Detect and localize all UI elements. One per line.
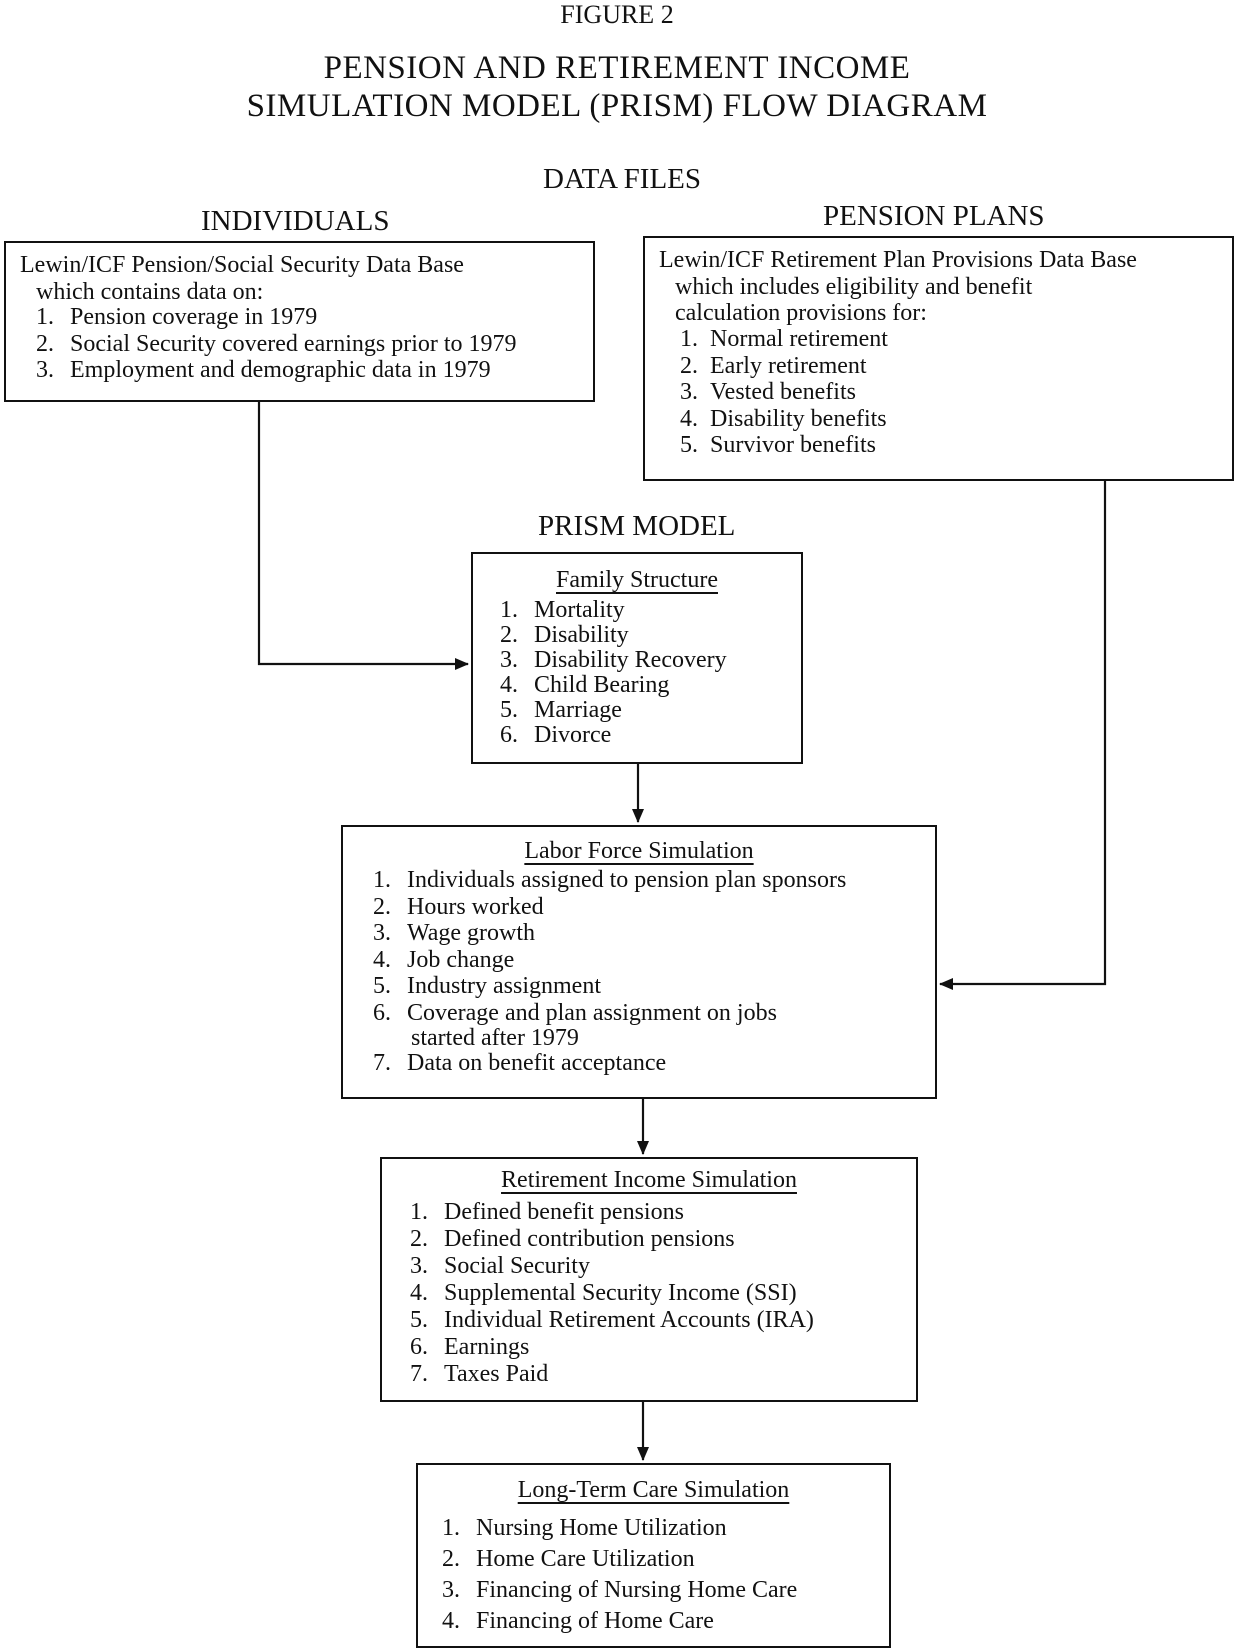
list-item: 1.Individuals assigned to pension plan s…: [373, 867, 847, 893]
list-item: 3.Wage growth: [373, 920, 536, 946]
data-files-heading: DATA FILES: [543, 163, 701, 195]
title-line-2: SIMULATION MODEL (PRISM) FLOW DIAGRAM: [246, 88, 988, 124]
pension-plans-data-box: Lewin/ICF Retirement Plan Provisions Dat…: [643, 236, 1234, 481]
retirement-income-list: 1.Defined benefit pensions 2.Defined con…: [410, 1199, 814, 1388]
list-item: 3.Vested benefits: [680, 379, 856, 405]
list-item: 3.Financing of Nursing Home Care: [442, 1577, 798, 1603]
list-item: 7.Taxes Paid: [410, 1361, 549, 1387]
labor-force-heading: Labor Force Simulation: [524, 838, 754, 864]
individuals-heading: INDIVIDUALS: [201, 205, 390, 237]
list-item: 3.Disability Recovery: [500, 647, 727, 673]
long-term-care-list: 1.Nursing Home Utilization 2.Home Care U…: [442, 1513, 797, 1637]
long-term-care-heading: Long-Term Care Simulation: [517, 1477, 790, 1503]
list-item: 7.Data on benefit acceptance: [373, 1050, 667, 1076]
figure-label: FIGURE 2: [560, 0, 674, 29]
family-structure-list: 1.Mortality 2.Disability 3.Disability Re…: [500, 598, 727, 748]
retirement-income-simulation-box: Retirement Income Simulation 1.Defined b…: [380, 1157, 918, 1402]
list-item: 4.Disability benefits: [680, 405, 887, 432]
list-item: 1.Nursing Home Utilization: [442, 1515, 727, 1541]
list-item: 5.Marriage: [500, 697, 622, 723]
list-item: 5.Survivor benefits: [680, 432, 876, 458]
list-item: 2.Hours worked: [373, 893, 544, 920]
pension-plans-intro-line-1: Lewin/ICF Retirement Plan Provisions Dat…: [659, 247, 1137, 273]
list-item: 4.Financing of Home Care: [442, 1608, 714, 1634]
individuals-intro-line-2: which contains data on:: [36, 279, 264, 305]
pension-plans-intro-line-2: which includes eligibility and benefit: [675, 274, 1033, 300]
list-item: 6.Coverage and plan assignment on jobs: [373, 999, 777, 1026]
list-item: 2.Home Care Utilization: [442, 1546, 695, 1572]
individuals-data-box: Lewin/ICF Pension/Social Security Data B…: [4, 241, 595, 402]
retirement-income-heading: Retirement Income Simulation: [501, 1167, 797, 1193]
pension-plans-list: 1.Normal retirement 2.Early retirement 3…: [680, 326, 888, 459]
individuals-intro-line-1: Lewin/ICF Pension/Social Security Data B…: [20, 252, 464, 278]
list-item: 6.Earnings: [410, 1334, 530, 1360]
individuals-list: 1.Pension coverage in 1979 2.Social Secu…: [36, 304, 517, 384]
list-item: 1.Normal retirement: [680, 326, 888, 352]
list-item: 5.Industry assignment: [373, 973, 601, 999]
family-structure-heading: Family Structure: [556, 567, 718, 593]
pension-plans-heading: PENSION PLANS: [823, 200, 1045, 232]
pension-plans-intro-line-3: calculation provisions for:: [675, 300, 927, 326]
connector-pension-plans-to-labor: [939, 481, 1107, 990]
list-item: 4.Child Bearing: [500, 672, 670, 698]
list-item: 2.Defined contribution pensions: [410, 1226, 735, 1252]
connector-individuals-to-family: [257, 402, 469, 670]
list-item: 1.Mortality: [500, 597, 625, 623]
list-item: 1.Pension coverage in 1979: [36, 304, 318, 330]
list-item: 3.Social Security: [410, 1253, 590, 1279]
labor-force-simulation-box: Labor Force Simulation 1.Individuals ass…: [341, 825, 937, 1099]
list-item: started after 1979: [411, 1025, 579, 1051]
prism-model-heading: PRISM MODEL: [538, 510, 736, 542]
list-item: 1.Defined benefit pensions: [410, 1199, 684, 1225]
list-item: 2.Disability: [500, 622, 629, 648]
title-line-1: PENSION AND RETIREMENT INCOME: [323, 50, 911, 86]
list-item: 5.Individual Retirement Accounts (IRA): [410, 1307, 814, 1333]
list-item: 4.Job change: [373, 946, 515, 973]
list-item: 4.Supplemental Security Income (SSI): [410, 1280, 797, 1306]
labor-force-list: 1.Individuals assigned to pension plan s…: [373, 867, 846, 1077]
long-term-care-simulation-box: Long-Term Care Simulation 1.Nursing Home…: [416, 1463, 891, 1648]
list-item: 6.Divorce: [500, 722, 612, 748]
family-structure-box: Family Structure 1.Mortality 2.Disabilit…: [471, 552, 803, 764]
list-item: 2.Early retirement: [680, 352, 867, 379]
list-item: 3.Employment and demographic data in 197…: [36, 357, 491, 383]
list-item: 2.Social Security covered earnings prior…: [36, 330, 517, 357]
